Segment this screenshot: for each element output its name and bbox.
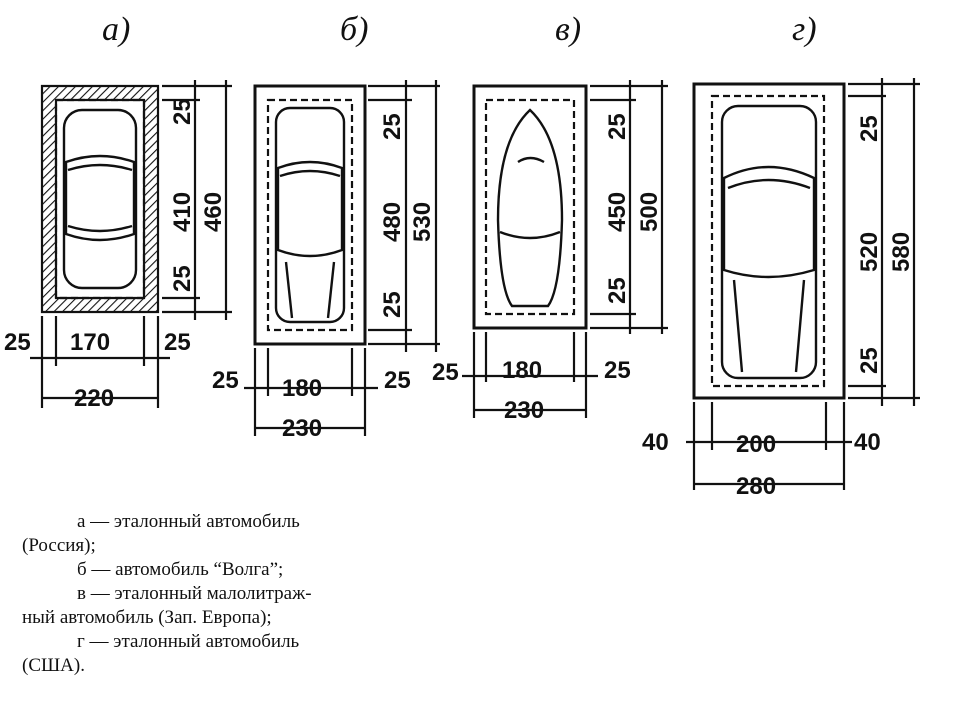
dim-a-outer: 460: [200, 192, 227, 232]
car-icon: [720, 104, 818, 380]
dim-b-bottom: 25: [379, 291, 406, 318]
car-icon: [496, 108, 564, 308]
clearance-dashed: [54, 98, 146, 300]
dim-b-inner: 480: [379, 202, 406, 242]
garage-outline: [472, 84, 588, 330]
car-icon: [274, 106, 346, 324]
panel-c-label: в): [555, 11, 581, 48]
dim-a-w-inner: 170: [70, 329, 110, 356]
dim-c-w-left: 25: [432, 359, 459, 386]
dim-d-top: 25: [856, 115, 883, 142]
dim-b-w-right: 25: [384, 367, 411, 394]
legend-a-line2: (Россия);: [22, 535, 96, 556]
dim-c-w-right: 25: [604, 357, 631, 384]
panel-a-label: а): [102, 11, 130, 48]
dim-d-w-left: 40: [642, 429, 669, 456]
dim-b-top: 25: [379, 113, 406, 140]
dim-d-w-inner: 200: [736, 431, 776, 458]
dim-a-w-total: 220: [74, 385, 114, 412]
dim-a-top: 25: [169, 98, 196, 125]
panel-a: а) 25 410 460 25 25 170 25 220: [4, 11, 232, 412]
dim-b-outer: 530: [409, 202, 436, 242]
dim-a-w-right: 25: [164, 329, 191, 356]
dim-d-w-right: 40: [854, 429, 881, 456]
legend-a-line1: а — эталонный автомобиль: [77, 511, 300, 532]
dim-c-w-inner: 180: [502, 357, 542, 384]
garage-outline: [692, 82, 846, 400]
legend-b-line1: б — автомобиль “Волга”;: [77, 559, 284, 580]
dim-c-w-total: 230: [504, 397, 544, 424]
garage-wall-hatched: [40, 84, 160, 314]
dim-d-w-total: 280: [736, 473, 776, 500]
clearance-dashed: [484, 98, 576, 316]
panel-d-label: г): [792, 11, 817, 48]
car-icon: [62, 108, 138, 290]
panel-b-label: б): [340, 11, 368, 48]
legend-c-line1: в — эталонный малолитраж-: [77, 583, 312, 604]
legend-c-line2: ный автомобиль (Зап. Европа);: [22, 607, 272, 628]
dim-d-outer: 580: [888, 232, 915, 272]
clearance-dashed: [710, 94, 826, 388]
dim-d-inner: 520: [856, 232, 883, 272]
panel-d: г) 25 520 580 25 40 200 40 280: [642, 11, 920, 500]
dim-b-w-left: 25: [212, 367, 239, 394]
panel-c: в) 25 450 500 25 25 180 25 230: [432, 11, 668, 424]
legend-d-line2: (США).: [22, 655, 85, 676]
dim-a-w-left: 25: [4, 329, 31, 356]
garage-outline: [253, 84, 367, 346]
dim-c-outer: 500: [636, 192, 663, 232]
legend-d-line1: г — эталонный автомобиль: [77, 631, 300, 652]
dim-c-top: 25: [604, 113, 631, 140]
legend: а — эталонный автомобиль (Россия); б — а…: [22, 510, 442, 678]
dim-a-bottom: 25: [169, 265, 196, 292]
dim-a-inner: 410: [169, 192, 196, 232]
clearance-dashed: [266, 98, 354, 332]
dim-c-bottom: 25: [604, 277, 631, 304]
panel-b: б) 25 480 530 25 25 180 25 230: [212, 11, 440, 442]
dim-b-w-total: 230: [282, 415, 322, 442]
dim-c-inner: 450: [604, 192, 631, 232]
dim-b-w-inner: 180: [282, 375, 322, 402]
dim-d-bottom: 25: [856, 347, 883, 374]
